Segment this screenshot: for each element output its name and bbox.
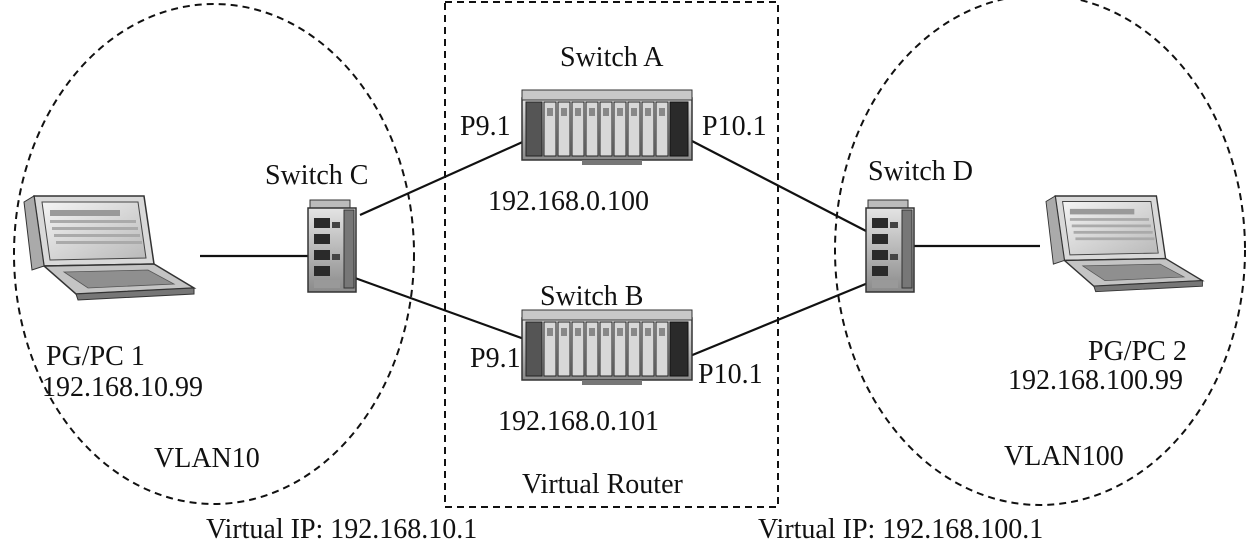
virtual-router-label: Virtual Router: [522, 469, 684, 500]
switch-a-port-right: P10.1: [702, 111, 767, 142]
virtual-ip-left: Virtual IP: 192.168.10.1: [206, 514, 477, 544]
vlan100-label: VLAN100: [1004, 441, 1124, 472]
switch-b-port-left: P9.1: [470, 343, 521, 374]
switch-b-icon: [521, 309, 693, 386]
switch-c-icon: [307, 199, 357, 293]
switch-a-ip: 192.168.0.100: [488, 186, 649, 217]
pc1-ip: 192.168.10.99: [42, 372, 203, 403]
vlan10-zone: [13, 3, 415, 505]
pc2-laptop-icon: [1045, 195, 1204, 293]
switch-b-label: Switch B: [540, 281, 643, 312]
link-switch-a-switch-d: [689, 139, 869, 233]
link-switch-b-switch-d: [689, 281, 869, 358]
link-switch-c-switch-a: [359, 138, 528, 217]
switch-d-icon: [865, 199, 915, 293]
vlan10-label: VLAN10: [154, 443, 260, 474]
switch-d-label: Switch D: [868, 156, 973, 187]
switch-c-label: Switch C: [265, 160, 368, 191]
vlan100-zone: [834, 0, 1246, 506]
virtual-ip-right: Virtual IP: 192.168.100.1: [758, 514, 1043, 544]
switch-a-label: Switch A: [560, 42, 664, 73]
pc1-laptop-icon: [23, 195, 195, 301]
switch-b-ip: 192.168.0.101: [498, 406, 659, 437]
switch-a-icon: [521, 89, 693, 166]
switch-b-port-right: P10.1: [698, 359, 763, 390]
pc1-name: PG/PC 1: [46, 341, 145, 372]
link-switch-c-switch-b: [354, 276, 528, 342]
pc2-ip: 192.168.100.99: [1008, 365, 1183, 396]
pc2-name: PG/PC 2: [1088, 336, 1187, 367]
switch-a-port-left: P9.1: [460, 111, 511, 142]
